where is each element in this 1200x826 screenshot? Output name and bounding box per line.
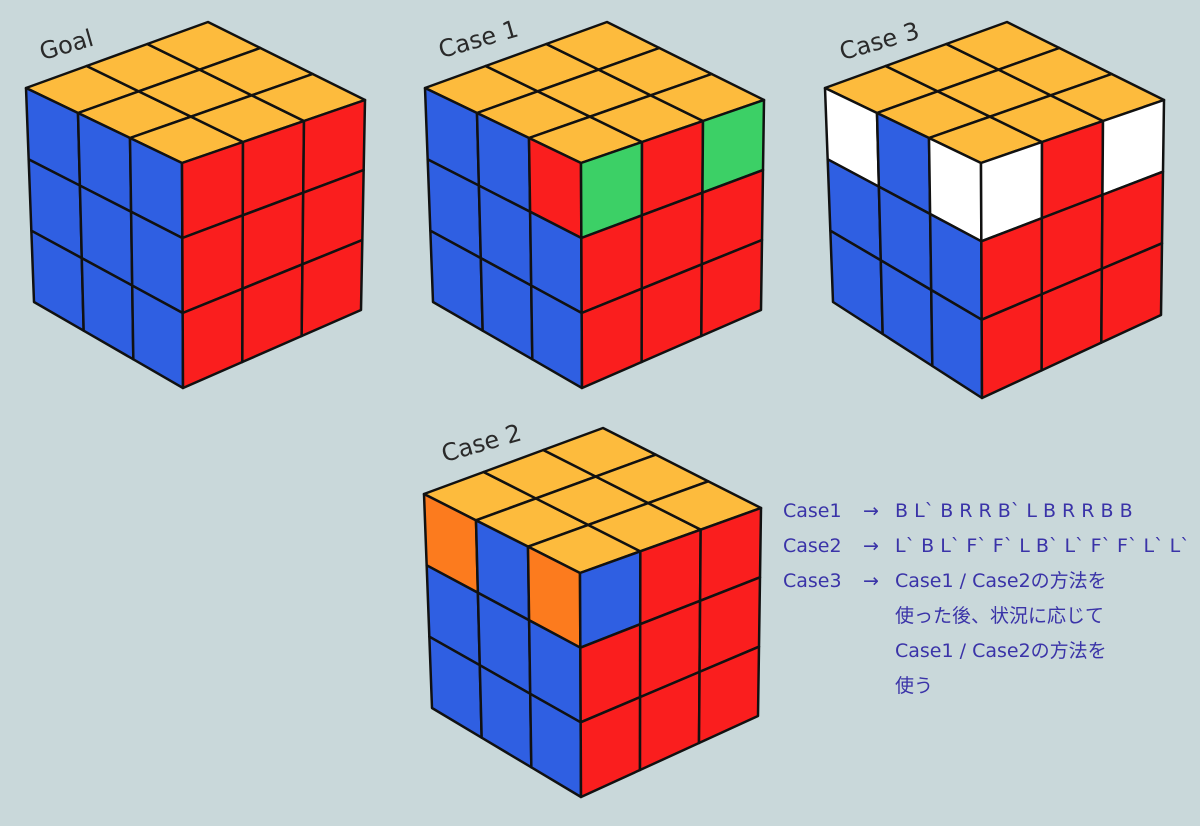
cube-case2 [422,426,763,799]
case2-note-moves: L` B L` F` F` L B` L` F` F` L` L` [895,535,1190,557]
right-face-sticker [1100,242,1164,344]
cube-goal [24,20,367,390]
case3-note-line2: 使った後、状況に応じて [895,605,1105,627]
arrow-icon: → [863,500,879,522]
right-face-sticker [697,645,761,745]
right-face-sticker [700,238,764,338]
cube-case3 [823,20,1166,400]
case3-note-line3: Case1 / Case2の方法を [895,640,1107,662]
right-face-sticker [300,238,364,338]
case3-note: Case3 → Case1 / Case2の方法を [783,564,1190,599]
solution-notes: Case1 → B L` B R R B` L B R R B B Case2 … [783,494,1190,704]
case2-note-key: Case2 [783,535,842,557]
case1-note: Case1 → B L` B R R B` L B R R B B [783,494,1190,529]
case2-note: Case2 → L` B L` F` F` L B` L` F` F` L` L… [783,529,1190,564]
case1-note-moves: B L` B R R B` L B R R B B [895,500,1133,522]
arrow-icon: → [863,570,879,592]
case3-note-line1: Case1 / Case2の方法を [895,570,1107,592]
cube-case1 [423,20,766,390]
arrow-icon: → [863,535,879,557]
case3-note-key: Case3 [783,570,842,592]
case3-note-line4: 使う [895,675,934,697]
case1-note-key: Case1 [783,500,842,522]
